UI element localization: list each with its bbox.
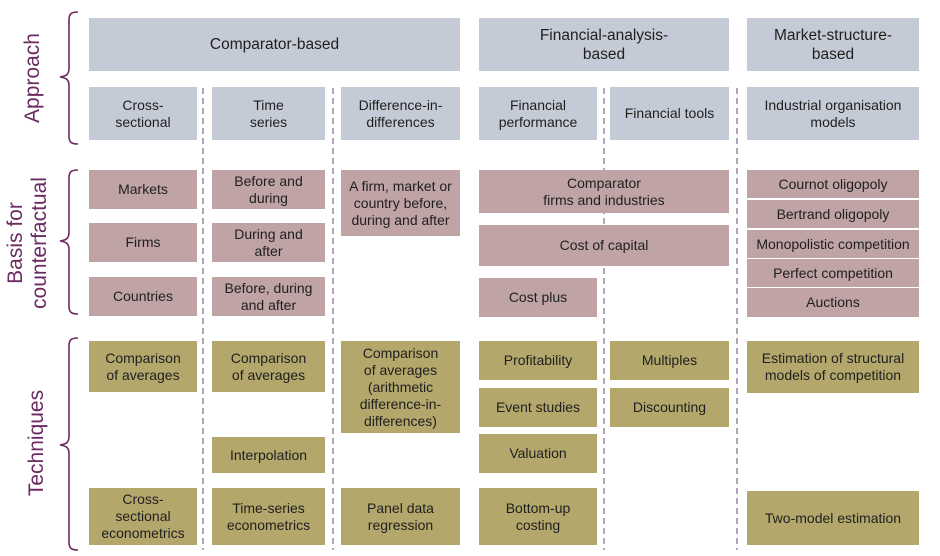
tech-two-model-estimation: Two-model estimation bbox=[747, 491, 919, 545]
basis-comparator-firms: Comparator firms and industries bbox=[479, 170, 729, 213]
basis-did: A firm, market or country before, during… bbox=[341, 170, 460, 236]
basis-perfect: Perfect competition bbox=[747, 259, 919, 287]
basis-cournot: Cournot oligopoly bbox=[747, 170, 919, 198]
basis-cost-of-capital: Cost of capital bbox=[479, 225, 729, 266]
basis-countries: Countries bbox=[89, 277, 197, 316]
approach-comparator: Comparator-based bbox=[89, 18, 460, 71]
row-label-basis: Basis for counterfactual bbox=[4, 177, 51, 309]
method-time-series: Time series bbox=[212, 87, 325, 140]
tech-event-studies: Event studies bbox=[479, 388, 597, 427]
tech-valuation: Valuation bbox=[479, 434, 597, 473]
tech-cs-econometrics: Cross- sectional econometrics bbox=[89, 488, 197, 545]
method-cross-sectional: Cross- sectional bbox=[89, 87, 197, 140]
basis-firms: Firms bbox=[89, 223, 197, 262]
basis-during-after: During and after bbox=[212, 223, 325, 262]
method-did: Difference-in- differences bbox=[341, 87, 460, 140]
approach-brace bbox=[59, 11, 79, 145]
method-financial-tools: Financial tools bbox=[610, 87, 729, 140]
tech-cs-comparison-averages: Comparison of averages bbox=[89, 341, 197, 392]
basis-monopolistic: Monopolistic competition bbox=[747, 230, 919, 258]
tech-discounting: Discounting bbox=[610, 388, 729, 427]
tech-ts-econometrics: Time-series econometrics bbox=[212, 488, 325, 545]
tech-ts-comparison-averages: Comparison of averages bbox=[212, 341, 325, 392]
tech-did-comparison-averages: Comparison of averages (arithmetic diffe… bbox=[341, 341, 460, 433]
tech-ts-interpolation: Interpolation bbox=[212, 437, 325, 473]
tech-did-panel-regression: Panel data regression bbox=[341, 488, 460, 545]
row-label-techniques: Techniques bbox=[25, 389, 48, 497]
row-label-approach: Approach bbox=[21, 33, 44, 123]
approach-financial: Financial-analysis- based bbox=[479, 18, 729, 71]
tech-profitability: Profitability bbox=[479, 341, 597, 380]
tech-bottom-up-costing: Bottom-up costing bbox=[479, 488, 597, 545]
basis-auctions: Auctions bbox=[747, 288, 919, 317]
basis-markets: Markets bbox=[89, 170, 197, 209]
basis-before-during: Before and during bbox=[212, 170, 325, 209]
basis-bertrand: Bertrand oligopoly bbox=[747, 200, 919, 228]
method-financial-performance: Financial performance bbox=[479, 87, 597, 140]
techniques-brace bbox=[59, 337, 79, 551]
tech-multiples: Multiples bbox=[610, 341, 729, 380]
method-io-models: Industrial organisation models bbox=[747, 87, 919, 140]
basis-brace bbox=[59, 169, 79, 315]
approach-market: Market-structure- based bbox=[747, 18, 919, 71]
basis-cost-plus: Cost plus bbox=[479, 278, 597, 317]
basis-before-during-after: Before, during and after bbox=[212, 277, 325, 316]
tech-structural-models: Estimation of structural models of compe… bbox=[747, 341, 919, 393]
